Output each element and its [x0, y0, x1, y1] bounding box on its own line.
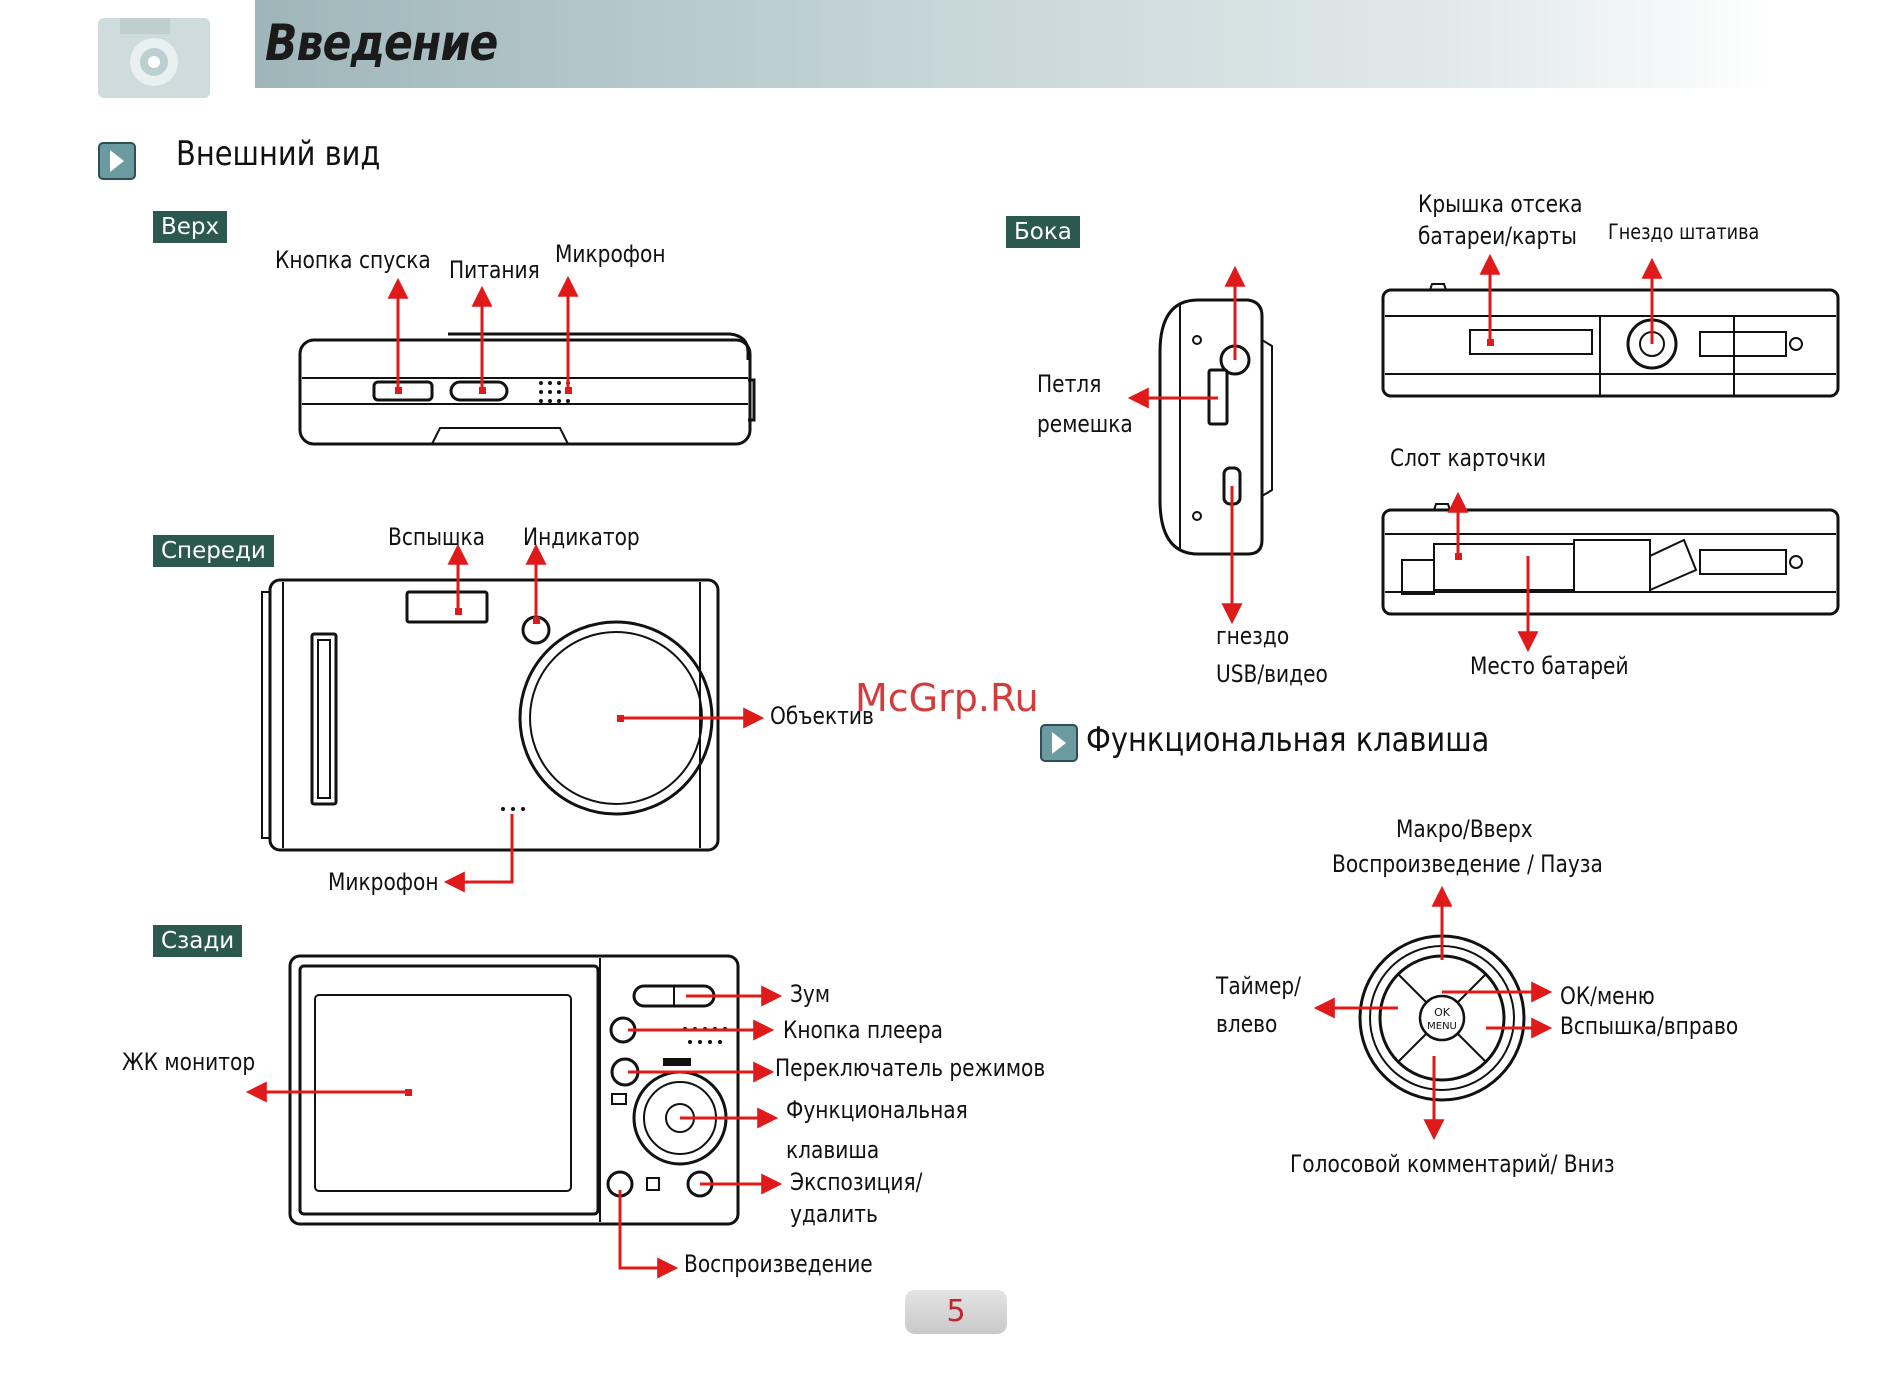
camera-front-view	[261, 578, 720, 852]
callout-arrows	[245, 253, 1663, 1279]
camera-side-view	[1158, 298, 1273, 556]
camera-back-view	[288, 954, 740, 1226]
label-power: Питания	[449, 256, 540, 284]
label-indicator: Индикатор	[523, 523, 640, 551]
label-strap-2: ремешка	[1037, 410, 1133, 438]
label-func-key-1: Функциональная	[786, 1096, 968, 1124]
label-fk-right-2: Вспышка/вправо	[1560, 1012, 1739, 1040]
label-player-button: Кнопка плеера	[783, 1016, 943, 1044]
page-title: Введение	[265, 14, 498, 72]
camera-icon	[98, 18, 210, 98]
label-playback: Воспроизведение	[684, 1250, 873, 1278]
label-usb-1: гнездо	[1216, 622, 1290, 650]
label-cover-2: батареи/карты	[1418, 222, 1577, 250]
label-fk-right-1: ОК/меню	[1560, 982, 1655, 1010]
header-band	[255, 0, 1775, 88]
label-card-slot: Слот карточки	[1390, 444, 1547, 472]
label-fk-left-1: Таймер/	[1216, 972, 1301, 1000]
label-usb-2: USB/видео	[1216, 660, 1328, 688]
label-top-mic: Микрофон	[555, 240, 666, 268]
label-func-key-2: клавиша	[786, 1136, 880, 1164]
camera-top-view	[298, 332, 756, 446]
label-exposure-1: Экспозиция/	[790, 1168, 923, 1196]
svg-text:OK: OK	[1434, 1006, 1451, 1019]
label-fk-up-1: Макро/Вверх	[1396, 815, 1533, 843]
label-tripod: Гнездо штатива	[1608, 220, 1760, 244]
watermark: McGrp.Ru	[855, 676, 1039, 720]
label-lens: Объектив	[770, 702, 874, 730]
label-lcd: ЖК монитор	[122, 1048, 256, 1076]
page-number: 5	[905, 1290, 1007, 1334]
label-front-mic: Микрофон	[328, 868, 439, 896]
label-fk-up-2: Воспроизведение / Пауза	[1332, 850, 1603, 878]
camera-bottom-view	[1381, 283, 1840, 398]
label-exposure-2: удалить	[790, 1200, 878, 1228]
function-key-title: Функциональная клавиша	[1086, 720, 1490, 760]
label-strap-1: Петля	[1037, 370, 1102, 398]
label-fk-down: Голосовой комментарий/ Вниз	[1290, 1150, 1615, 1178]
label-battery: Место батарей	[1470, 652, 1629, 680]
label-zoom: Зум	[790, 980, 831, 1008]
label-shutter-button: Кнопка спуска	[275, 246, 431, 274]
label-flash: Вспышка	[388, 523, 485, 551]
tag-top: Верх	[153, 211, 228, 243]
tag-side: Бока	[1006, 216, 1080, 248]
section-arrow-icon	[1040, 724, 1078, 762]
label-fk-left-2: влево	[1216, 1010, 1278, 1038]
appearance-title: Внешний вид	[176, 134, 381, 174]
label-mode-switch: Переключатель режимов	[775, 1054, 1046, 1082]
label-cover-1: Крышка отсека	[1418, 190, 1583, 218]
callout-dots	[395, 339, 1494, 1096]
camera-bottom-open-view	[1381, 503, 1840, 616]
tag-back: Сзади	[153, 925, 243, 957]
svg-text:MENU: MENU	[1427, 1021, 1457, 1032]
section-arrow-icon	[98, 142, 136, 180]
tag-front: Спереди	[153, 535, 274, 567]
